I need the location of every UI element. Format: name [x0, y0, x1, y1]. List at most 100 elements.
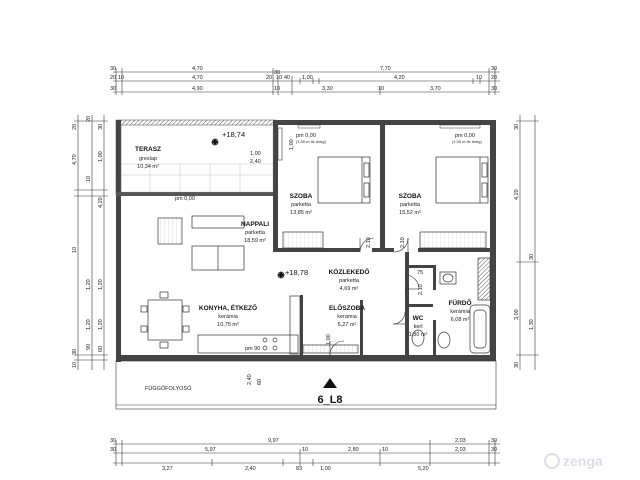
top-dimension-texts: 30 4,70 7,70 30 30 20 10 4,70 20 10 40 1… [110, 66, 497, 92]
dim-top-r2-2: 4,70 [192, 75, 203, 81]
dim-left-8: 30 [72, 349, 78, 355]
dim-top-r2-5: 40 [284, 75, 290, 81]
dim-top-r1-3: 30 [491, 66, 497, 72]
dim-right-2: 30 [529, 254, 535, 260]
dim-top-r2-0: 20 [110, 75, 116, 81]
dim-bot-r2-0: 30 [110, 447, 116, 453]
dim-bot-r2-6: 30 [491, 447, 497, 453]
opening-dim-2: 2,40 [250, 159, 261, 165]
room-area: 1,80 m² [409, 332, 428, 338]
room-floor: parketta [245, 230, 266, 236]
dim-top-r2-4: 10 [276, 75, 282, 81]
bottom-dimensions [113, 440, 500, 466]
room-area: 18,59 m² [244, 238, 266, 244]
bottom-dimension-texts: 30 9,97 2,03 30 30 5,97 10 2,80 10 2,03 … [110, 438, 497, 472]
dim-left-14: 1,20 [98, 319, 104, 330]
dim-top-mid: 30 [274, 70, 280, 76]
room-name: SZOBA [399, 193, 422, 200]
parapet-note-2: (1,00 m fix üveg) [452, 139, 482, 144]
dim-bot-r3-2: 83 [296, 466, 302, 472]
dim-top-r2-6: 1,00 [302, 75, 313, 81]
opening-dim-1: 1,00 [250, 151, 261, 157]
furniture [140, 156, 491, 355]
dim-bot-r1-0: 30 [110, 438, 116, 444]
dim-top-r3-1: 4,90 [192, 86, 203, 92]
level-marker-2: +18,78 [277, 268, 308, 279]
dim-top-r2-7: 4,20 [394, 75, 405, 81]
dim-left-2: 4,70 [72, 154, 78, 165]
dim-top-r3-6: 30 [491, 86, 497, 92]
room-floor: parketta [400, 202, 421, 208]
dim-left-3: 10 [72, 247, 78, 253]
room-name: KÖZLEKEDŐ [329, 267, 370, 276]
room-kitchen: KONYHA, ÉTKEZŐ kerámia 10,75 m² [199, 303, 257, 328]
dim-right-0: 30 [514, 124, 520, 130]
room-living: NAPPALI parketta 18,59 m² [241, 221, 269, 244]
dim-right-4: 1,30 [529, 319, 535, 330]
room-floor: greslap [139, 156, 157, 162]
room-floor: kerámia [218, 314, 239, 320]
dim-top-r3-4: 10 [378, 86, 384, 92]
corridor-label: FÜGGŐFOLYOSÓ [145, 385, 192, 392]
dim-top-r2-8: 10 [476, 75, 482, 81]
pm-note-living: pm 0,00 [175, 196, 195, 202]
terrace-door [277, 127, 283, 161]
pm-note-bedroom-2: pm 0,00 [455, 133, 475, 139]
zenga-logo-icon [544, 453, 560, 469]
corridor-outline [115, 360, 497, 410]
dim-bot-r2-4: 10 [382, 447, 388, 453]
room-area: 5,27 m² [338, 322, 357, 328]
room-hall: ELŐSZOBA kerámia 5,27 m² [329, 303, 365, 328]
pm-note-bedroom-1: pm 0,00 [296, 133, 316, 139]
dim-top-r3-0: 30 [110, 86, 116, 92]
room-bathroom: FÜRDŐ kerámia 6,08 m² [448, 298, 471, 323]
dim-bot-r3-4: 5,20 [418, 466, 429, 472]
room-area: 4,69 m² [340, 286, 359, 292]
door-swings [329, 237, 420, 356]
dim-left-6: 1,20 [86, 319, 92, 330]
entrance-arrow-icon [323, 378, 337, 388]
level-marker-1: +18,74 [211, 130, 245, 146]
room-floor: parketta [291, 202, 312, 208]
dim-bot-r2-2: 10 [302, 447, 308, 453]
opening-dim-7: 2,10 [418, 284, 424, 295]
dim-right-1: 4,20 [514, 189, 520, 200]
dim-bot-r1-1: 9,97 [268, 438, 279, 444]
room-area: 6,08 m² [451, 317, 470, 323]
watermark: zenga [544, 453, 603, 469]
dim-bot-r3-1: 2,40 [245, 466, 256, 472]
opening-dim-10: 60 [257, 379, 263, 385]
elevation-text: +18,74 [222, 130, 245, 139]
dim-top-r3-3: 3,30 [322, 86, 333, 92]
dim-left-4: 10 [86, 176, 92, 182]
room-name: TERASZ [135, 146, 161, 153]
opening-dim-3: 1,00 [289, 139, 295, 150]
dim-left-13: 1,20 [98, 279, 104, 290]
dim-left-1: 20 [86, 116, 92, 122]
dim-top-r1-0: 30 [110, 66, 116, 72]
left-dimension-texts: 20 20 4,70 10 10 1,20 1,20 90 30 10 30 1… [72, 116, 104, 368]
room-name: KONYHA, ÉTKEZŐ [199, 303, 257, 312]
top-dimensions [113, 68, 500, 95]
dim-left-10: 30 [98, 124, 104, 130]
room-name: ELŐSZOBA [329, 303, 365, 312]
dim-left-15: 60 [98, 346, 104, 352]
right-dimensions [516, 115, 539, 370]
dim-top-r2-1: 10 [118, 75, 124, 81]
room-name: WC [413, 315, 424, 322]
room-wc: WC kerl 1,80 m² [409, 315, 428, 338]
room-area: 13,85 m² [290, 210, 312, 216]
dim-left-0: 20 [72, 124, 78, 130]
elevation-text: +18,78 [285, 268, 308, 277]
dim-top-r1-2: 7,70 [380, 66, 391, 72]
pm-note-kitchen: pm 90 [245, 346, 260, 352]
dim-bot-r1-2: 2,03 [455, 438, 466, 444]
dim-top-r2-9: 20 [491, 75, 497, 81]
dim-bot-r2-3: 2,80 [348, 447, 359, 453]
walls [115, 119, 496, 362]
dim-left-9: 10 [72, 362, 78, 368]
room-name: SZOBA [290, 193, 313, 200]
opening-dim-8: 1,00 [326, 334, 332, 345]
dim-bot-r3-0: 3,27 [162, 466, 173, 472]
room-bedroom-2: SZOBA parketta 15,52 m² [399, 193, 422, 216]
